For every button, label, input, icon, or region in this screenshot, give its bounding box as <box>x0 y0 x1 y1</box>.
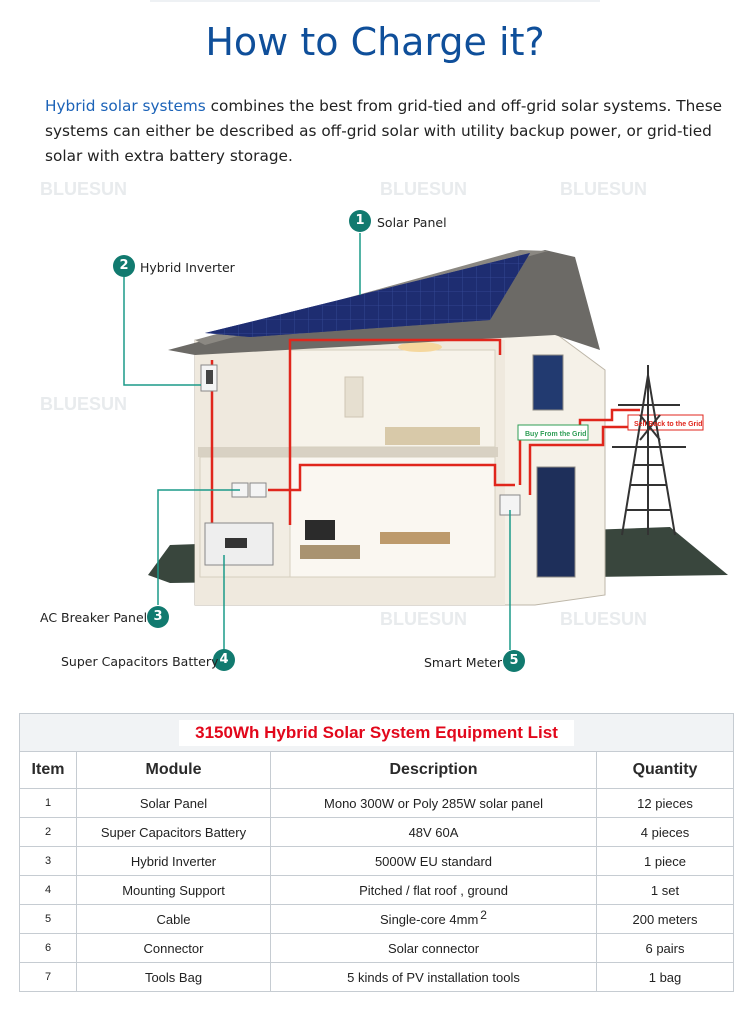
cell-item: 2 <box>19 817 77 847</box>
callout-smart-meter: Smart Meter <box>424 655 502 670</box>
house-illustration: BLUESUN BLUESUN BLUESUN BLUESUN BLUESUN … <box>40 179 728 650</box>
breaker-unit-2 <box>249 482 267 498</box>
callout-badge-3: 3 <box>147 606 169 628</box>
cabinet <box>300 545 360 559</box>
system-diagram: BLUESUN BLUESUN BLUESUN BLUESUN BLUESUN … <box>0 165 750 705</box>
tv <box>305 520 335 540</box>
cell-module: Cable <box>76 904 271 934</box>
header-module: Module <box>76 751 271 789</box>
table-row: 6 Connector Solar connector 6 pairs <box>19 933 735 963</box>
cell-module: Mounting Support <box>76 875 271 905</box>
cell-module: Super Capacitors Battery <box>76 817 271 847</box>
floor-divider <box>198 447 498 457</box>
cell-quantity: 1 set <box>595 875 735 905</box>
table-row: 3 Hybrid Inverter 5000W EU standard 1 pi… <box>19 846 735 876</box>
table-row: 4 Mounting Support Pitched / flat roof ,… <box>19 875 735 905</box>
cell-description: Pitched / flat roof , ground <box>270 875 597 905</box>
table-row: 2 Super Capacitors Battery 48V 60A 4 pie… <box>19 817 735 847</box>
cell-quantity: 6 pairs <box>595 933 735 963</box>
table-caption-cell: 3150Wh Hybrid Solar System Equipment Lis… <box>18 713 735 752</box>
callout-solar-panel: Solar Panel <box>377 215 447 230</box>
power-tower <box>612 365 686 536</box>
page-title: How to Charge it? <box>205 20 545 64</box>
cell-item: 7 <box>19 962 77 992</box>
cell-item: 6 <box>19 933 77 963</box>
callout-leaders <box>123 233 511 650</box>
buy-sign-label: Buy From the Grid <box>525 431 586 438</box>
intro-text: combines the best from grid-tied and off… <box>45 97 723 165</box>
bed <box>385 427 480 445</box>
buy-sign <box>517 424 589 441</box>
cell-description: 48V 60A <box>270 817 597 847</box>
callout-hybrid-inverter: Hybrid Inverter <box>140 260 235 275</box>
cell-module: Solar Panel <box>76 788 271 818</box>
watermark-text: BLUESUN <box>40 394 127 414</box>
cell-description: 5000W EU standard <box>270 846 597 876</box>
equipment-table: 3150Wh Hybrid Solar System Equipment Lis… <box>18 713 735 992</box>
watermark-text: BLUESUN <box>380 179 467 199</box>
cell-item: 1 <box>19 788 77 818</box>
ceiling-light <box>398 342 442 352</box>
watermark-text: BLUESUN <box>560 609 647 629</box>
cell-quantity: 1 piece <box>595 846 735 876</box>
cell-description: Solar connector <box>270 933 597 963</box>
sell-sign <box>627 414 704 431</box>
watermark-group: BLUESUN BLUESUN BLUESUN BLUESUN BLUESUN … <box>40 179 647 629</box>
callout-badge-4: 4 <box>213 649 235 671</box>
upper-window <box>532 354 564 411</box>
callout-badge-1: 1 <box>349 210 371 232</box>
table-header-row: Item Module Description Quantity <box>19 751 735 789</box>
watermark-text: BLUESUN <box>40 179 127 199</box>
cell-description-text: Single-core 4mm <box>380 911 479 927</box>
battery-display <box>225 538 247 548</box>
lower-window <box>536 466 576 578</box>
callout-ac-breaker-panel: AC Breaker Panel <box>40 610 148 625</box>
equipment-table-wrapper: 3150Wh Hybrid Solar System Equipment Lis… <box>18 713 735 992</box>
cell-item: 5 <box>19 904 77 934</box>
dining-table <box>380 532 450 544</box>
cell-description: 5 kinds of PV installation tools <box>270 962 597 992</box>
watermark-text: BLUESUN <box>560 179 647 199</box>
watermark-text: BLUESUN <box>380 609 467 629</box>
wardrobe <box>344 376 364 418</box>
table-row: 1 Solar Panel Mono 300W or Poly 285W sol… <box>19 788 735 818</box>
cell-item: 3 <box>19 846 77 876</box>
cell-description-superscript: 2 <box>480 907 487 922</box>
sell-sign-label: Sell Back to the Grid <box>634 421 702 428</box>
intro-highlight: Hybrid solar systems <box>45 97 206 115</box>
cell-quantity: 1 bag <box>595 962 735 992</box>
solar-array-cells <box>205 253 530 337</box>
callout-badge-5: 5 <box>503 650 525 672</box>
cell-quantity: 12 pieces <box>595 788 735 818</box>
header-description: Description <box>270 751 597 789</box>
header-item: Item <box>19 751 77 789</box>
cell-quantity: 200 meters <box>595 904 735 934</box>
callout-super-capacitors-battery: Super Capacitors Battery <box>61 654 219 669</box>
top-divider <box>150 0 600 2</box>
cell-item: 4 <box>19 875 77 905</box>
table-row: 7 Tools Bag 5 kinds of PV installation t… <box>19 962 735 992</box>
cell-module: Hybrid Inverter <box>76 846 271 876</box>
cell-module: Connector <box>76 933 271 963</box>
header-quantity: Quantity <box>595 751 735 789</box>
table-caption: 3150Wh Hybrid Solar System Equipment Lis… <box>179 719 574 746</box>
callout-badge-2: 2 <box>113 255 135 277</box>
intro-paragraph: Hybrid solar systems combines the best f… <box>45 94 725 169</box>
cell-quantity: 4 pieces <box>595 817 735 847</box>
cell-description: Mono 300W or Poly 285W solar panel <box>270 788 597 818</box>
inverter-display <box>206 370 213 384</box>
cell-module: Tools Bag <box>76 962 271 992</box>
